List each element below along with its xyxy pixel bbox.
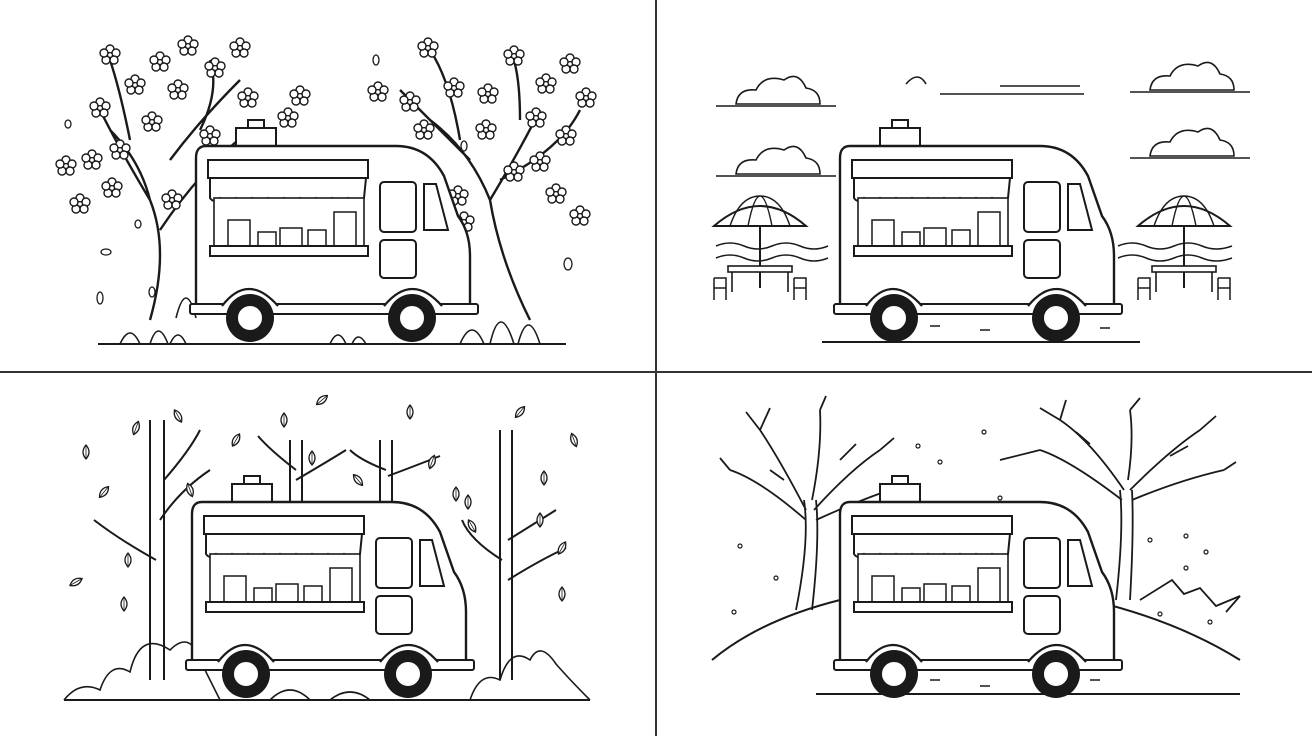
autumn-panel: [63, 392, 591, 701]
summer-panel: [713, 61, 1251, 344]
spring-panel: [55, 35, 597, 345]
winter-panel: [711, 395, 1241, 700]
